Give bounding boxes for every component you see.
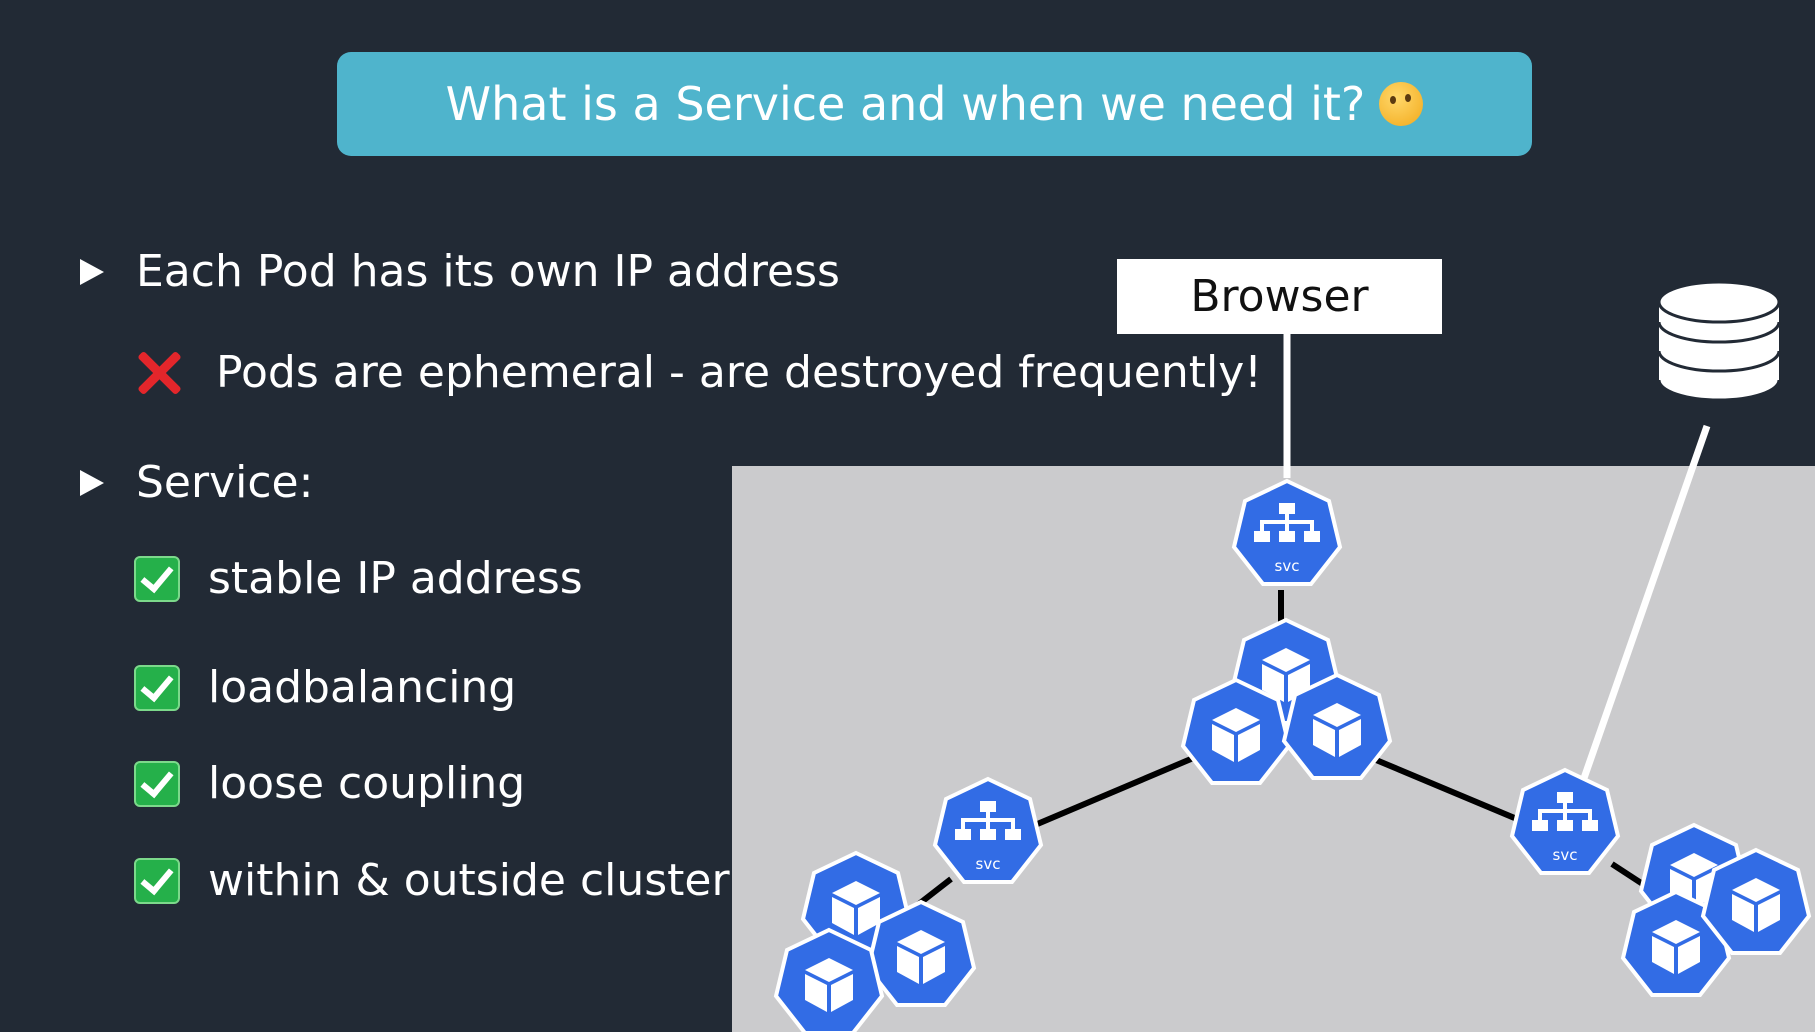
thinking-face-icon bbox=[1379, 82, 1424, 126]
title-banner: What is a Service and when we need it? bbox=[337, 52, 1532, 156]
bullet-service: Service: bbox=[80, 457, 313, 508]
check-text: stable IP address bbox=[208, 553, 583, 604]
check-item: loose coupling bbox=[134, 758, 525, 809]
slide-title: What is a Service and when we need it? bbox=[445, 77, 1366, 131]
bullet-triangle-icon bbox=[80, 258, 104, 285]
bullet-triangle-icon bbox=[80, 469, 104, 496]
svc-label: svc bbox=[976, 855, 1001, 873]
service-icon: svc bbox=[935, 779, 1041, 882]
check-item: within & outside cluster bbox=[134, 855, 730, 906]
check-mark-icon bbox=[134, 857, 180, 904]
svc-label: svc bbox=[1275, 557, 1300, 575]
bullet-text: Pods are ephemeral - are destroyed frequ… bbox=[216, 347, 1262, 398]
bullet-ephemeral: Pods are ephemeral - are destroyed frequ… bbox=[134, 347, 1262, 398]
check-mark-icon bbox=[134, 664, 180, 711]
browser-box: Browser bbox=[1117, 259, 1442, 334]
bullet-pod-ip: Each Pod has its own IP address bbox=[80, 246, 840, 297]
svc-label: svc bbox=[1553, 846, 1578, 864]
check-mark-icon bbox=[134, 555, 180, 602]
service-icon: svc bbox=[1512, 770, 1618, 873]
bullet-text: Service: bbox=[136, 457, 314, 508]
check-item: loadbalancing bbox=[134, 662, 516, 713]
database-connector bbox=[1579, 424, 1711, 783]
check-mark-icon bbox=[134, 760, 180, 807]
check-item: stable IP address bbox=[134, 553, 583, 604]
service-icon: svc bbox=[1234, 481, 1340, 584]
browser-label: Browser bbox=[1190, 271, 1369, 322]
bullet-text: Each Pod has its own IP address bbox=[136, 246, 840, 297]
check-text: loadbalancing bbox=[208, 662, 517, 713]
check-text: loose coupling bbox=[208, 758, 526, 809]
check-text: within & outside cluster bbox=[208, 855, 730, 906]
database-icon bbox=[1657, 280, 1781, 402]
